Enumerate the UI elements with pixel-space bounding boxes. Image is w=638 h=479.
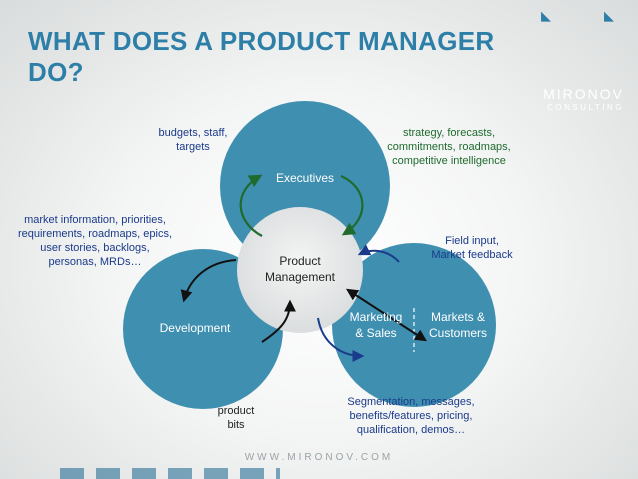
- budgets-annotation: budgets, staff, targets: [158, 127, 228, 153]
- logo-line-2: CONSULTING: [547, 103, 624, 112]
- strategy-annotation: strategy, forecasts, commitments, roadma…: [387, 127, 511, 167]
- logo-line-1: MIRONOV: [543, 86, 624, 102]
- market-info-annotation: market information, priorities, requirem…: [17, 214, 173, 268]
- pm-to-exec-arrow: [340, 174, 364, 236]
- pm-marketing-link-arrow: [345, 288, 428, 342]
- company-logo: MIRONOV CONSULTING: [524, 86, 624, 112]
- pm-to-dev-arrow: [180, 259, 237, 303]
- corner-mark-icon: ◣: [541, 8, 551, 23]
- product-management-label: Product Management: [264, 254, 336, 284]
- bottom-decoration: [60, 468, 280, 479]
- segmentation-annotation: Segmentation, messages, benefits/feature…: [347, 396, 475, 436]
- market-to-pm-arrow: [357, 244, 400, 263]
- executives-label: Executives: [275, 171, 335, 185]
- footer-website: WWW.MIRONOV.COM: [244, 452, 394, 463]
- markets-customers-label: Markets & Customers: [428, 310, 487, 340]
- dev-to-pm-arrow: [261, 299, 296, 343]
- slide-title: WHAT DOES A PRODUCT MANAGER DO?: [28, 26, 495, 87]
- product-management-circle: [237, 207, 363, 333]
- corner-mark-icon: ◣: [604, 8, 614, 23]
- product-bits-annotation: product bits: [217, 405, 255, 431]
- marketing-sales-label: Marketing & Sales: [349, 310, 403, 340]
- development-label: Development: [159, 321, 231, 335]
- exec-to-pm-arrow: [239, 174, 263, 237]
- pm-to-marketing-arrow: [317, 317, 365, 362]
- field-input-annotation: Field input, Market feedback: [431, 235, 513, 261]
